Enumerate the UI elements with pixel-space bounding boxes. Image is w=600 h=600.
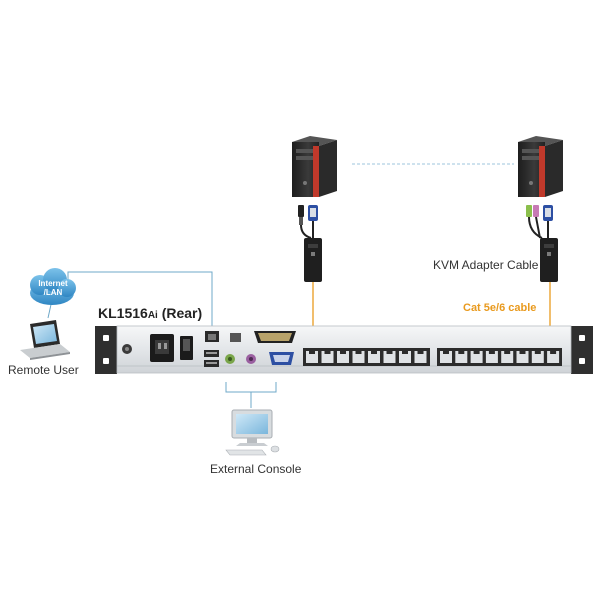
kvm-port-bank-right	[437, 348, 562, 366]
rj45-port-tab	[458, 351, 465, 354]
kvm-adapter-left-icon	[298, 205, 322, 282]
rj45-port-tab	[519, 351, 526, 354]
rj45-port-tab	[355, 351, 362, 354]
rj45-port-tab	[443, 351, 449, 354]
rj45-port-tab	[473, 351, 480, 354]
cloud-label-line1: Internet	[38, 279, 68, 288]
rj45-port-tab	[340, 351, 346, 354]
device-model: KL1516	[98, 305, 148, 321]
cat-cable-label: Cat 5e/6 cable	[463, 302, 537, 314]
rack-ear-left	[95, 326, 117, 374]
rj45-port-tab	[417, 351, 424, 354]
cloud-icon	[30, 268, 76, 305]
rj45-port-tab	[488, 351, 495, 354]
device-model-suffix: Ai	[147, 310, 158, 321]
rj45-port-tab	[309, 351, 315, 354]
rj45-port-tab	[550, 351, 557, 354]
console-bracket-line	[225, 382, 277, 393]
tower-server-left-icon	[292, 136, 337, 197]
cloud-label-line2: /LAN	[43, 288, 63, 297]
kvm-port-bank-left	[303, 348, 430, 366]
external-console-label: External Console	[210, 462, 302, 476]
remote-network-line	[67, 271, 213, 335]
rj45-port-tab	[371, 351, 377, 354]
rj45-port-tab	[402, 351, 408, 354]
rj45-port-tab	[386, 351, 393, 354]
device-title: KL1516Ai (Rear)	[98, 305, 202, 321]
laptop-icon	[20, 320, 70, 360]
rj45-port-tab	[534, 351, 541, 354]
cloud-label: Internet /LAN	[30, 279, 76, 297]
remote-user-label: Remote User	[8, 363, 79, 377]
monitor-icon	[225, 409, 280, 456]
kvm-adapter-cable-label: KVM Adapter Cable	[433, 258, 539, 272]
device-side: (Rear)	[161, 305, 203, 321]
rack-ear-right	[571, 326, 593, 374]
pon-port-icon	[230, 333, 241, 342]
kvm-adapter-right-icon	[526, 205, 558, 282]
tower-server-right-icon	[518, 136, 563, 197]
mouse-icon	[270, 445, 280, 453]
rj45-port-tab	[324, 351, 331, 354]
rj45-port-tab	[504, 351, 511, 354]
